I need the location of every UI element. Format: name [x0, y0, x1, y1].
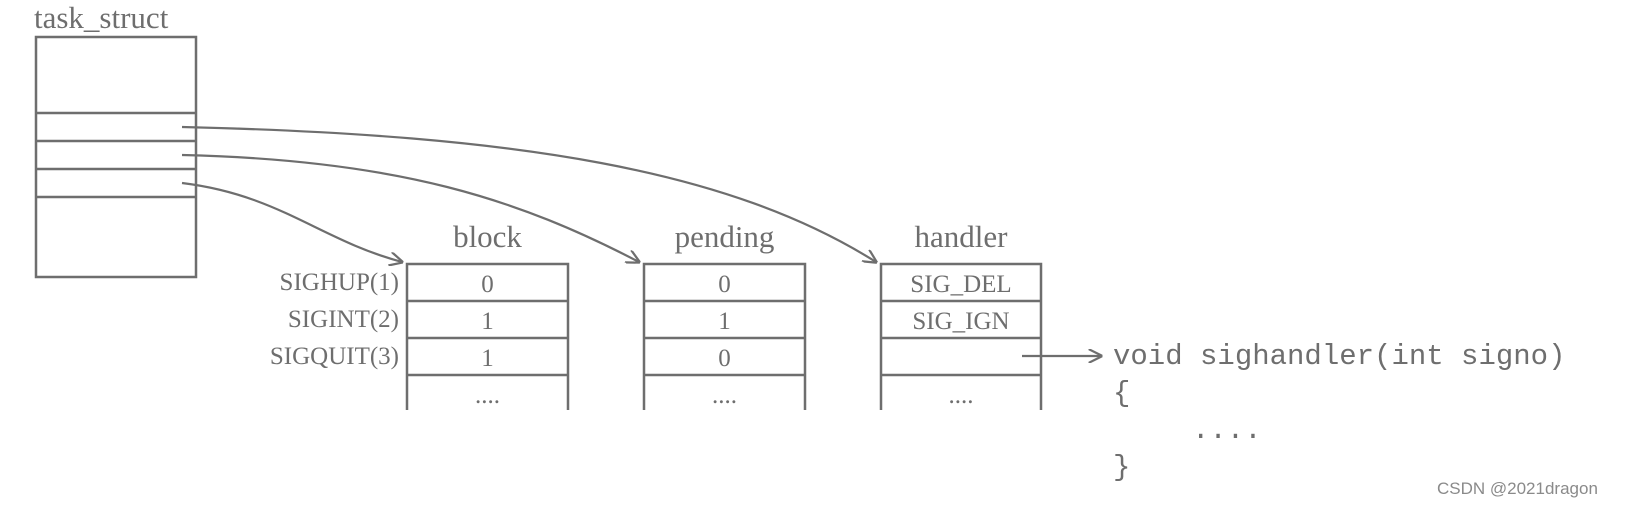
task-struct-label: task_struct	[34, 0, 169, 35]
handler-cell-more: ....	[948, 382, 974, 409]
pending-cell-1: 0	[718, 271, 731, 298]
code-close-brace: }	[1113, 451, 1131, 484]
code-body: ....	[1192, 414, 1262, 447]
pointer-to-handler	[181, 125, 876, 262]
block-cell-more: ....	[475, 382, 500, 409]
watermark: CSDN @2021dragon	[1437, 479, 1598, 498]
pending-title: pending	[674, 219, 775, 254]
block-cell-1: 0	[481, 271, 494, 298]
task-struct-box	[34, 35, 198, 279]
code-signature: void sighandler(int signo)	[1113, 340, 1566, 373]
block-table	[405, 262, 570, 410]
signal-label-sigquit: SIGQUIT(3)	[269, 343, 399, 370]
pending-cell-2: 1	[718, 308, 731, 335]
block-title: block	[453, 219, 522, 254]
handler-cell-2: SIG_IGN	[912, 308, 1010, 335]
pointer-to-pending	[181, 153, 639, 262]
handler-title: handler	[914, 219, 1008, 254]
signal-label-sigint: SIGINT(2)	[287, 306, 399, 333]
pointer-to-block	[181, 181, 402, 262]
handler-table	[879, 262, 1043, 410]
signal-label-sighup: SIGHUP(1)	[279, 269, 399, 296]
block-cell-3: 1	[481, 345, 494, 372]
code-open-brace: {	[1113, 377, 1131, 410]
block-cell-2: 1	[481, 308, 494, 335]
pending-cell-3: 0	[718, 345, 731, 372]
handler-cell-1: SIG_DEL	[910, 271, 1012, 298]
pending-table	[642, 262, 807, 410]
pending-cell-more: ....	[712, 382, 737, 409]
